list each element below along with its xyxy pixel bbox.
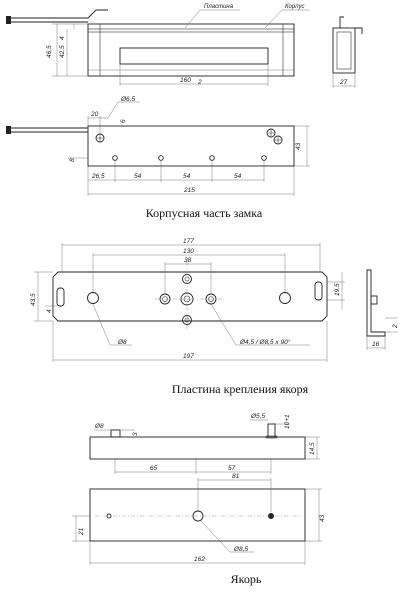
armature-side-dimensions: Ø8 3 Ø5,5 10+1 14,5 65 57 bbox=[94, 413, 320, 474]
lock-body-top-dimensions: 20 Ø6,5 6 8 43 26,5 54 54 54 215 bbox=[68, 96, 310, 196]
armature-pin bbox=[110, 429, 121, 438]
armature-plate-dimensions: 177 130 38 43,5 4 19,5 Ø8 Ø4,5 / Ø8,5 x bbox=[30, 238, 345, 362]
mounting-screw-top-right bbox=[266, 128, 276, 138]
plate-label: Пластина bbox=[204, 4, 234, 10]
dim-160: 160 bbox=[180, 77, 191, 84]
slot-right bbox=[314, 281, 323, 301]
slot-left bbox=[56, 287, 65, 307]
dim-10: 10+1 bbox=[284, 414, 291, 429]
dim-20: 20 bbox=[90, 111, 99, 118]
dim-8: 8 bbox=[69, 158, 76, 162]
dim-16: 16 bbox=[372, 341, 380, 348]
body-label: Корпус bbox=[285, 4, 305, 10]
dim-160-note: 2 bbox=[197, 79, 202, 86]
dim-57: 57 bbox=[228, 465, 236, 472]
armature-caption: Якорь bbox=[231, 572, 262, 586]
dim-43-armature: 43 bbox=[319, 514, 326, 522]
hole-d8-left bbox=[87, 292, 99, 304]
lock-body-length-dimension: 160 2 bbox=[119, 64, 269, 86]
armature-side-view bbox=[89, 423, 306, 460]
dim-21: 21 bbox=[78, 527, 85, 536]
armature-top-dimensions: 81 21 43 162 Ø8,5 bbox=[72, 473, 326, 565]
lock-body-leaders: Пластина Корпус bbox=[184, 4, 310, 29]
dim-197: 197 bbox=[183, 353, 194, 360]
hole-1 bbox=[112, 155, 118, 161]
hole-3 bbox=[209, 155, 215, 161]
dim-d8-plate: Ø8 bbox=[117, 339, 127, 346]
dim-14-5: 14,5 bbox=[309, 442, 316, 455]
lock-body-side-view: 27 bbox=[332, 16, 363, 88]
hole-d8-right bbox=[279, 292, 291, 304]
dim-43: 43 bbox=[295, 142, 302, 150]
dim-4: 4 bbox=[59, 36, 66, 40]
dim-38: 38 bbox=[184, 257, 192, 264]
mounting-screw-right bbox=[273, 135, 283, 145]
armature-plate-side-view: 2 16 bbox=[366, 269, 399, 350]
lock-body-caption: Корпусная часть замка bbox=[146, 206, 263, 220]
lock-body-top-view bbox=[6, 125, 295, 167]
dim-d5-5: Ø5,5 bbox=[250, 413, 265, 420]
armature-screw bbox=[267, 423, 276, 438]
hole-2 bbox=[158, 155, 164, 161]
dim-19-5: 19,5 bbox=[334, 283, 341, 296]
armature-section: Ø8 3 Ø5,5 10+1 14,5 65 57 bbox=[72, 413, 326, 586]
dim-46-5: 46,5 bbox=[46, 45, 53, 58]
dim-54-b: 54 bbox=[183, 173, 191, 180]
dim-hole-spec: Ø4,5 / Ø8,5 x 90° bbox=[239, 338, 291, 346]
dim-3: 3 bbox=[132, 432, 139, 436]
armature-screw-hole bbox=[268, 513, 274, 519]
lock-body-wires bbox=[6, 9, 108, 24]
dim-d8-armature: Ø8 bbox=[94, 423, 104, 430]
lock-body-left-dimensions: 46,5 4 42,5 bbox=[46, 23, 88, 77]
dim-81: 81 bbox=[232, 473, 240, 480]
dim-27: 27 bbox=[339, 79, 348, 86]
dim-54-a: 54 bbox=[134, 173, 142, 180]
dim-43-5: 43,5 bbox=[30, 293, 37, 306]
armature-plate-section: 177 130 38 43,5 4 19,5 Ø8 Ø4,5 / Ø8,5 x bbox=[30, 238, 399, 396]
dim-177: 177 bbox=[183, 238, 194, 245]
hole-4 bbox=[261, 155, 267, 161]
dim-d6-5: Ø6,5 bbox=[120, 96, 135, 103]
dim-42-5: 42,5 bbox=[59, 45, 66, 58]
dim-4-plate: 4 bbox=[46, 309, 53, 313]
armature-top-view bbox=[89, 488, 306, 542]
armature-plate-front-view bbox=[52, 262, 328, 330]
dim-2: 2 bbox=[392, 324, 399, 329]
dim-215: 215 bbox=[183, 187, 195, 194]
dim-6: 6 bbox=[120, 119, 127, 123]
lock-body-front-view bbox=[87, 23, 295, 77]
lock-body-section: Пластина Корпус 46,5 4 42,5 160 2 bbox=[6, 4, 363, 220]
dim-26-5: 26,5 bbox=[91, 173, 105, 180]
dim-162: 162 bbox=[194, 556, 205, 563]
armature-plate-caption: Пластина крепления якоря bbox=[172, 382, 309, 396]
dim-d8-5: Ø8,5 bbox=[233, 546, 248, 553]
dim-65: 65 bbox=[150, 465, 158, 472]
dim-130: 130 bbox=[183, 248, 194, 255]
dim-54-c: 54 bbox=[234, 173, 242, 180]
hole-bottom bbox=[182, 315, 192, 325]
